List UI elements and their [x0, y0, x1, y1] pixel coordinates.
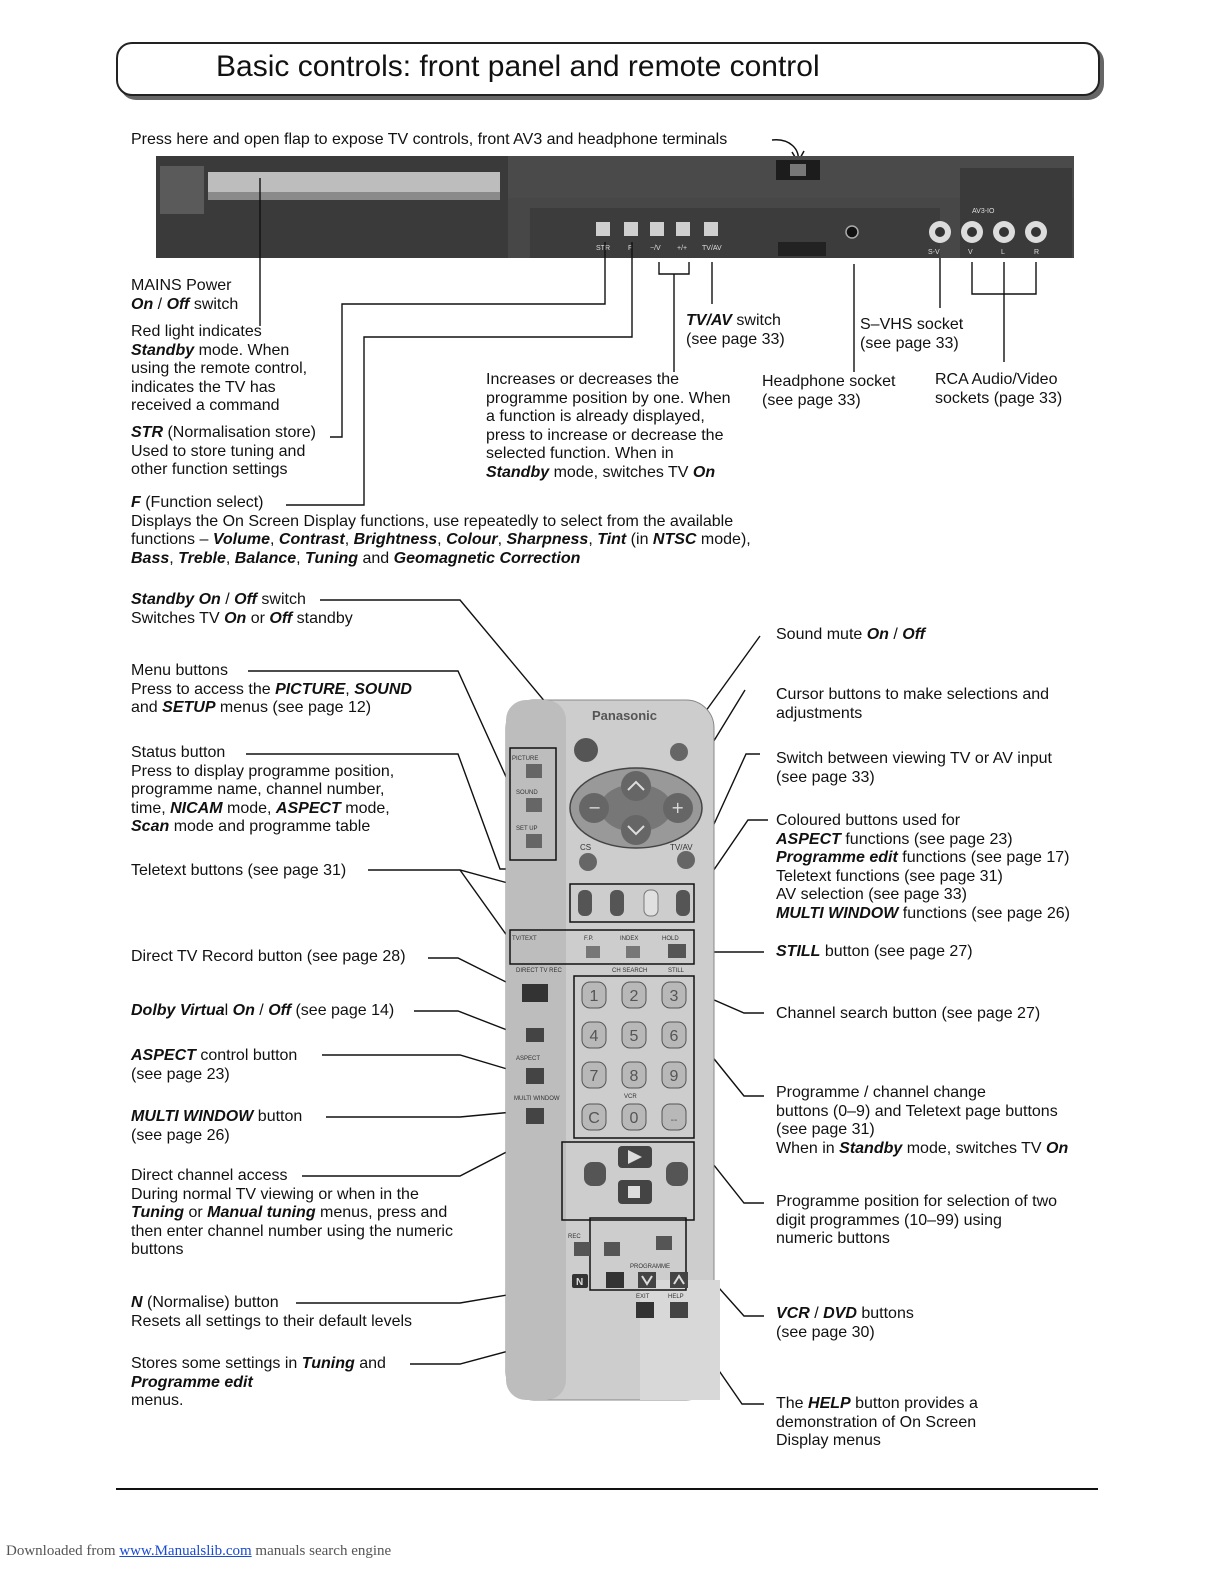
exit-label: EXIT [636, 1294, 650, 1300]
still-button-label: STILL button (see page 27) [776, 943, 973, 960]
page-title: Basic controls: front panel and remote c… [216, 50, 820, 83]
programme-position-label: Programme position for selection of two … [776, 1193, 1058, 1247]
sound-label: SOUND [516, 790, 538, 796]
red-light-label: Red light indicates Standby mode. When u… [131, 323, 308, 414]
digit-2: 2 [630, 988, 639, 1005]
fp-label: F.P. [584, 936, 594, 942]
panel-label-f: F [628, 245, 632, 252]
n-button-label: N [576, 1277, 583, 1288]
digit-dash: -- [671, 1115, 678, 1126]
status-button-label: Status button Press to display programme… [131, 744, 395, 835]
still-label: STILL [668, 968, 685, 974]
cursor-buttons-label: Cursor buttons to make selections and ad… [776, 686, 1050, 722]
direct-rec-label: DIRECT TV REC [516, 968, 562, 974]
multi-label: MULTI WINDOW [514, 1096, 560, 1102]
coloured-buttons-label: Coloured buttons used for ASPECT functio… [776, 812, 1071, 922]
hold-label: HOLD [662, 936, 679, 942]
digit-7: 7 [590, 1068, 599, 1085]
digit-c: C [588, 1110, 600, 1127]
multi-window-label: MULTI WINDOW button (see page 26) [131, 1108, 303, 1144]
panel-label-v: V [968, 249, 973, 256]
sound-mute-label: Sound mute On / Off [776, 626, 926, 643]
footer: Downloaded from www.Manualslib.com manua… [6, 1543, 392, 1559]
digit-6: 6 [670, 1028, 679, 1045]
flap-note: Press here and open flap to expose TV co… [131, 131, 728, 148]
programme-label: PROGRAMME [630, 1264, 670, 1270]
digit-3: 3 [670, 988, 679, 1005]
help-label: HELP [668, 1294, 684, 1300]
panel-label-sv: S-V [928, 249, 940, 256]
svg-text:−: − [588, 798, 601, 817]
svhs-label: S–VHS socket (see page 33) [860, 316, 964, 352]
vcr-dvd-label: VCR / DVD buttons (see page 30) [776, 1305, 914, 1341]
panel-label-r: R [1034, 249, 1039, 256]
cs-label: CS [580, 843, 591, 852]
aspect-button-label: ASPECT control button (see page 23) [131, 1047, 298, 1083]
tvav-label: TV/AV [670, 843, 693, 852]
digit-4: 4 [590, 1028, 599, 1045]
direct-channel-label: Direct channel access During normal TV v… [131, 1167, 453, 1258]
tv-av-input-label: Switch between viewing TV or AV input (s… [776, 750, 1052, 786]
svg-text:+: + [671, 798, 684, 817]
panel-label-av3: AV3-IO [972, 208, 995, 215]
aspect-label: ASPECT [516, 1056, 540, 1062]
index-label: INDEX [620, 936, 638, 942]
help-button-label: The HELP button provides a demonstration… [776, 1395, 978, 1449]
channel-search-label: Channel search button (see page 27) [776, 1005, 1041, 1022]
footer-rule [116, 1488, 1098, 1490]
digit-8: 8 [630, 1068, 639, 1085]
rca-label: RCA Audio/Video sockets (page 33) [935, 371, 1063, 407]
store-settings-label: Stores some settings in Tuning and Progr… [131, 1355, 386, 1409]
standby-switch-label: Standby On / Off switch Switches TV On o… [131, 591, 353, 627]
mains-label: MAINS Power On / Off switch [131, 277, 239, 313]
function-select-label: F (Function select) Displays the On Scre… [131, 494, 751, 567]
vcr-label: VCR [624, 1094, 637, 1100]
tvtext-label: TV/TEXT [512, 936, 537, 942]
digit-1: 1 [590, 988, 599, 1005]
direct-record-label: Direct TV Record button (see page 28) [131, 948, 406, 965]
digit-9: 9 [670, 1068, 679, 1085]
str-label: STR (Normalisation store) Used to store … [131, 424, 316, 478]
teletext-buttons-label: Teletext buttons (see page 31) [131, 862, 347, 879]
ch-search-label: CH SEARCH [612, 968, 647, 974]
panel-label-minus: −/V [650, 245, 661, 252]
digit-5: 5 [630, 1028, 639, 1045]
manualslib-link[interactable]: www.Manualslib.com [119, 1543, 252, 1559]
normalise-button-label: N (Normalise) button Resets all settings… [131, 1294, 413, 1330]
rec-label: REC [568, 1234, 581, 1240]
remote-control: Panasonic PICTURE SOUND SET UP − + CS TV… [505, 699, 720, 1401]
panel-label-l: L [1001, 249, 1005, 256]
panel-label-tvav: TV/AV [702, 245, 722, 252]
title-box: Basic controls: front panel and remote c… [116, 42, 1100, 96]
digit-0: 0 [630, 1110, 639, 1127]
increase-decrease-label: Increases or decreases the programme pos… [486, 371, 731, 481]
setup-label: SET UP [516, 826, 538, 832]
headphone-label: Headphone socket (see page 33) [762, 373, 896, 409]
remote-brand: Panasonic [592, 708, 657, 723]
tvav-switch-label: TV/AV switch (see page 33) [686, 312, 785, 348]
programme-change-label: Programme / channel change buttons (0–9)… [776, 1084, 1069, 1157]
menu-buttons-label: Menu buttons Press to access the PICTURE… [131, 662, 412, 716]
dolby-virtual-label: Dolby Virtual On / Off (see page 14) [131, 1002, 395, 1019]
panel-label-plus: +/+ [677, 245, 687, 252]
picture-label: PICTURE [512, 756, 538, 762]
panel-label-str: STR [596, 245, 610, 252]
